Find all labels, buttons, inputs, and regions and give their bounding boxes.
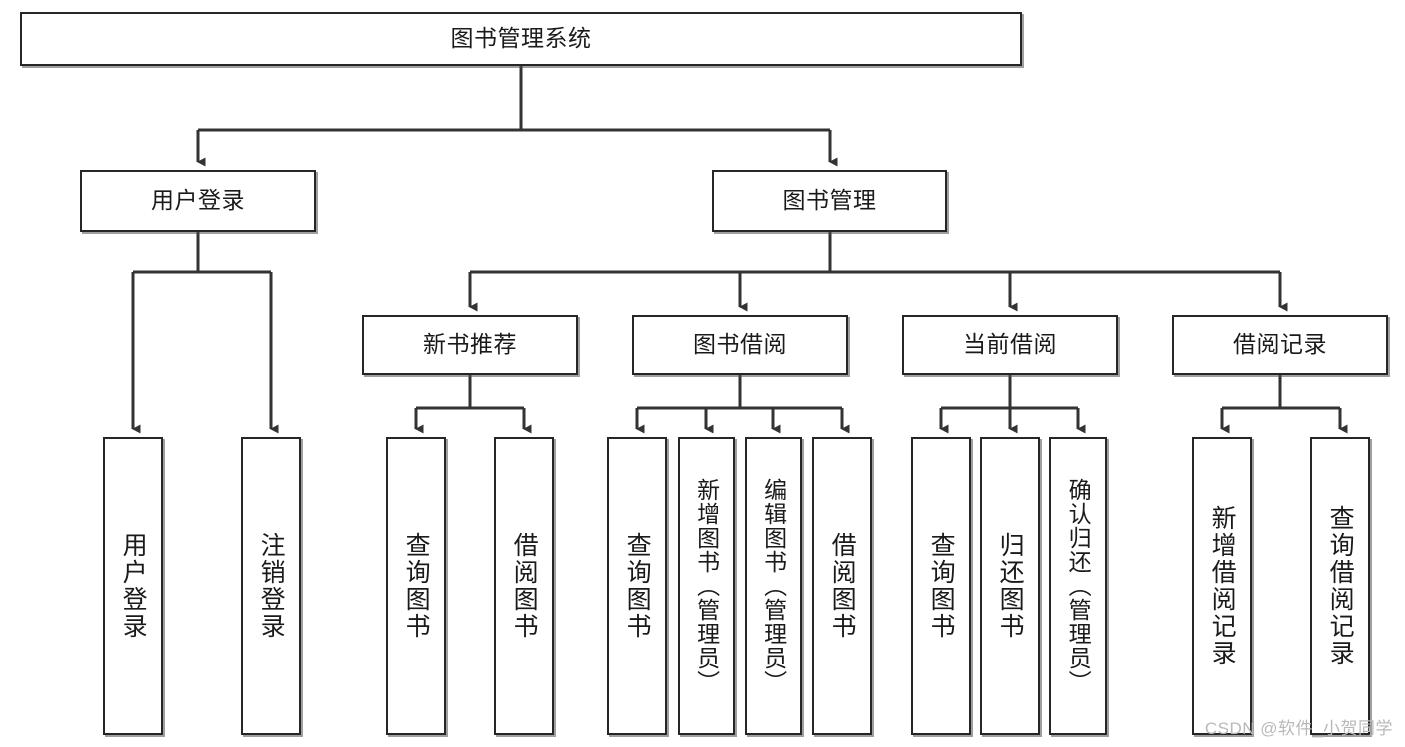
node-leaf-add-record[interactable]: 新增借阅记录: [1192, 437, 1252, 735]
node-leaf-query-book-b[interactable]: 查询图书: [607, 437, 667, 735]
node-leaf-edit-book[interactable]: 编辑图书（管理员）: [745, 437, 802, 735]
node-borrow-record[interactable]: 借阅记录: [1172, 315, 1388, 375]
node-leaf-return-book[interactable]: 归还图书: [980, 437, 1040, 735]
node-leaf-add-book[interactable]: 新增图书（管理员）: [678, 437, 735, 735]
node-leaf-query-record-label: 查询借阅记录: [1326, 505, 1355, 667]
node-borrow-record-label: 借阅记录: [1233, 331, 1327, 358]
node-book-borrow-label: 图书借阅: [693, 331, 787, 358]
node-leaf-return-book-label: 归还图书: [996, 532, 1025, 640]
node-leaf-confirm-return-label: 确认归还（管理员）: [1065, 478, 1092, 694]
node-leaf-query-record[interactable]: 查询借阅记录: [1310, 437, 1370, 735]
node-user-login-label: 用户登录: [151, 187, 245, 214]
node-leaf-query-book-a[interactable]: 查询图书: [386, 437, 446, 735]
node-new-book-recommend[interactable]: 新书推荐: [362, 315, 578, 375]
node-new-book-recommend-label: 新书推荐: [423, 331, 517, 358]
node-root-label: 图书管理系统: [450, 25, 592, 52]
node-book-manage-label: 图书管理: [782, 187, 877, 214]
csdn-watermark: CSDN @软件_小贺同学: [1204, 719, 1393, 738]
node-leaf-borrow-book-a-label: 借阅图书: [510, 532, 539, 640]
node-leaf-borrow-book-b[interactable]: 借阅图书: [812, 437, 872, 735]
node-leaf-query-book-b-label: 查询图书: [623, 532, 652, 640]
node-leaf-query-book-c[interactable]: 查询图书: [911, 437, 971, 735]
node-leaf-user-login-label: 用户登录: [119, 532, 148, 640]
node-leaf-borrow-book-b-label: 借阅图书: [828, 532, 857, 640]
node-leaf-user-login[interactable]: 用户登录: [103, 437, 163, 735]
node-leaf-confirm-return[interactable]: 确认归还（管理员）: [1049, 437, 1107, 735]
node-leaf-edit-book-label: 编辑图书（管理员）: [760, 478, 787, 694]
node-leaf-add-book-label: 新增图书（管理员）: [693, 478, 720, 694]
node-user-login[interactable]: 用户登录: [80, 170, 316, 232]
node-current-borrow-label: 当前借阅: [963, 331, 1057, 358]
node-leaf-query-book-a-label: 查询图书: [402, 532, 431, 640]
node-leaf-logout[interactable]: 注销登录: [241, 437, 301, 735]
node-leaf-logout-label: 注销登录: [257, 532, 286, 640]
node-leaf-borrow-book-a[interactable]: 借阅图书: [494, 437, 554, 735]
node-current-borrow[interactable]: 当前借阅: [902, 315, 1118, 375]
node-leaf-add-record-label: 新增借阅记录: [1208, 505, 1237, 667]
node-book-borrow[interactable]: 图书借阅: [632, 315, 848, 375]
node-root[interactable]: 图书管理系统: [20, 12, 1022, 66]
node-book-manage[interactable]: 图书管理: [712, 170, 947, 232]
node-leaf-query-book-c-label: 查询图书: [927, 532, 956, 640]
